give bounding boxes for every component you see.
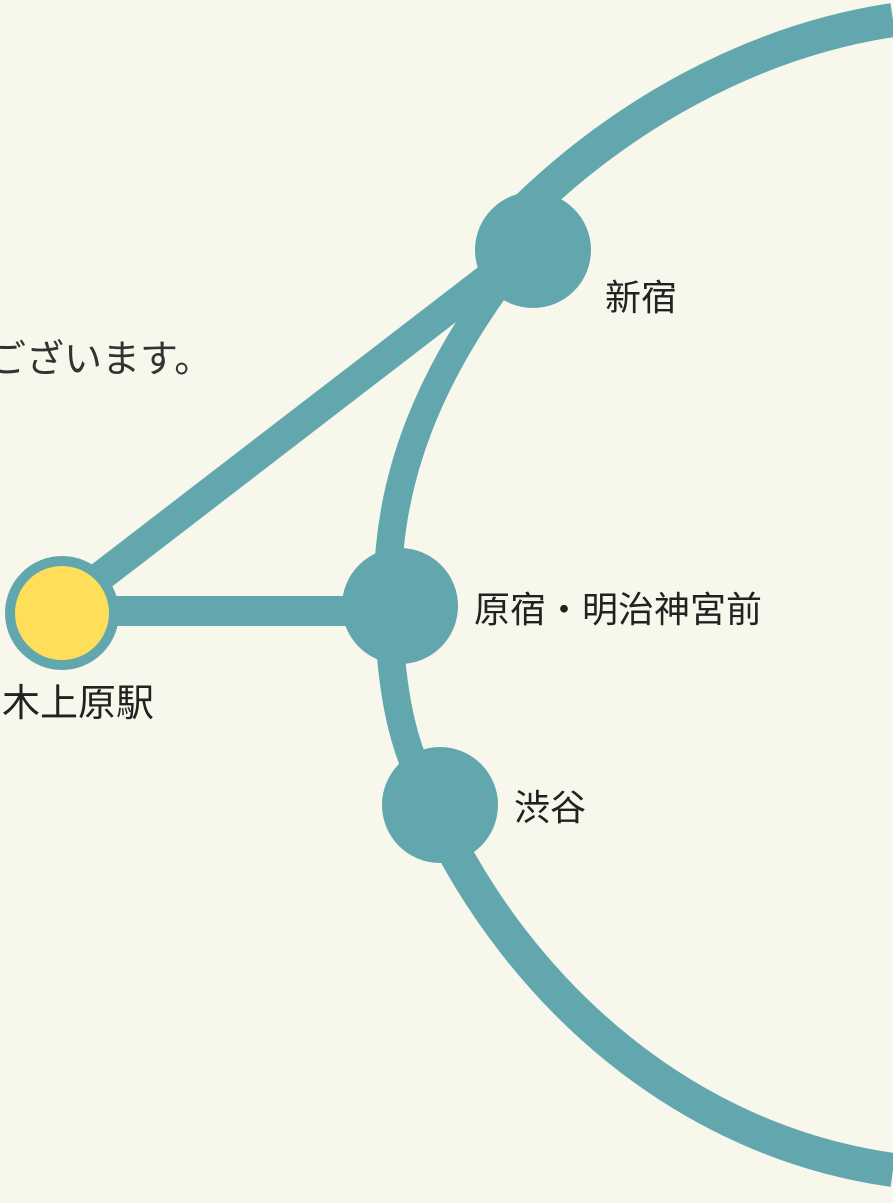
station-label-shinjuku: 新宿 (605, 278, 677, 319)
station-label-origin: 木上原駅 (2, 681, 154, 725)
origin-marker[interactable] (5, 556, 119, 670)
loop-line-lower (422, 812, 893, 1187)
station-marker[interactable] (382, 747, 498, 863)
station-harajuku[interactable]: 原宿・明治神宮前 (342, 548, 762, 664)
loop-line (492, 3, 893, 242)
station-marker[interactable] (342, 548, 458, 664)
station-origin[interactable]: 木上原駅 (2, 556, 154, 725)
station-shinjuku[interactable]: 新宿 (475, 192, 677, 319)
diagonal-line (60, 238, 535, 612)
station-marker[interactable] (475, 192, 591, 308)
station-label-shibuya: 渋谷 (514, 788, 586, 829)
station-shibuya[interactable]: 渋谷 (382, 747, 586, 863)
station-label-harajuku: 原宿・明治神宮前 (474, 590, 762, 631)
intro-text: ございます。 (0, 337, 212, 381)
